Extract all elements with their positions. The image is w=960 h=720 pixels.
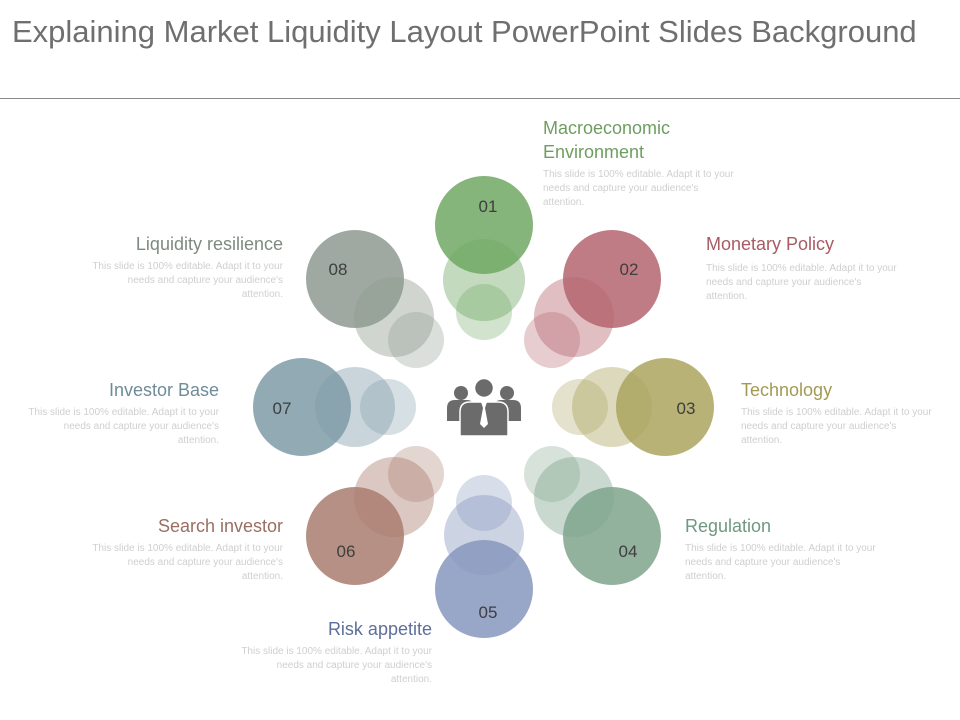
petal-03-number: 03 (677, 399, 696, 418)
petal-06-large-circle (306, 487, 404, 585)
petal-05-small-circle (456, 475, 512, 531)
label-risk-appetite: Risk appetite (327, 619, 432, 639)
label-regulation: Regulation (685, 516, 772, 536)
label-liquidity-resilience: Liquidity resilience (135, 234, 283, 254)
petal-08-large-circle (306, 230, 404, 328)
petal-01-large-circle (435, 176, 533, 274)
petal-03-large-circle (616, 358, 714, 456)
petal-06-small-circle (388, 446, 444, 502)
petal-04: 04 (524, 446, 661, 585)
description-06: This slide is 100% editable. Adapt it to… (92, 543, 283, 582)
petal-02-large-circle (563, 230, 661, 328)
description-04: This slide is 100% editable. Adapt it to… (685, 543, 876, 582)
petal-07: 07 (253, 358, 416, 456)
petal-05-number: 05 (479, 603, 498, 622)
petal-07-large-circle (253, 358, 351, 456)
petal-05: 05 (435, 475, 533, 638)
title-divider (0, 98, 960, 99)
label-search-investor: Search investor (157, 516, 283, 536)
petal-03: 03 (552, 358, 714, 456)
petal-06-number: 06 (337, 542, 356, 561)
description-02: This slide is 100% editable. Adapt it to… (706, 263, 897, 302)
petal-02-number: 02 (620, 260, 639, 279)
label-macroeconomic-environment: Macroeconomic Environment (543, 118, 671, 162)
business-people-group-icon (447, 377, 521, 437)
description-08: This slide is 100% editable. Adapt it to… (92, 261, 283, 300)
description-07: This slide is 100% editable. Adapt it to… (28, 407, 219, 446)
petal-03-small-circle (552, 379, 608, 435)
petal-02-small-circle (524, 312, 580, 368)
description-01: This slide is 100% editable. Adapt it to… (543, 169, 734, 208)
petal-07-number: 07 (273, 399, 292, 418)
petal-01-small-circle (456, 284, 512, 340)
label-monetary-policy: Monetary Policy (706, 234, 835, 254)
description-03: This slide is 100% editable. Adapt it to… (741, 407, 932, 446)
petal-08: 08 (306, 230, 444, 368)
petal-06: 06 (306, 446, 444, 585)
petal-01-number: 01 (479, 197, 498, 216)
description-05: This slide is 100% editable. Adapt it to… (241, 646, 432, 685)
petal-08-small-circle (388, 312, 444, 368)
petal-01: 01 (435, 176, 533, 340)
petal-02: 02 (524, 230, 661, 368)
petal-04-large-circle (563, 487, 661, 585)
petal-04-small-circle (524, 446, 580, 502)
petal-08-number: 08 (329, 260, 348, 279)
label-technology: Technology (741, 380, 833, 400)
slide-title: Explaining Market Liquidity Layout Power… (12, 14, 917, 49)
label-investor-base: Investor Base (108, 380, 219, 400)
petal-07-small-circle (360, 379, 416, 435)
petal-04-number: 04 (619, 542, 638, 561)
petal-05-large-circle (435, 540, 533, 638)
